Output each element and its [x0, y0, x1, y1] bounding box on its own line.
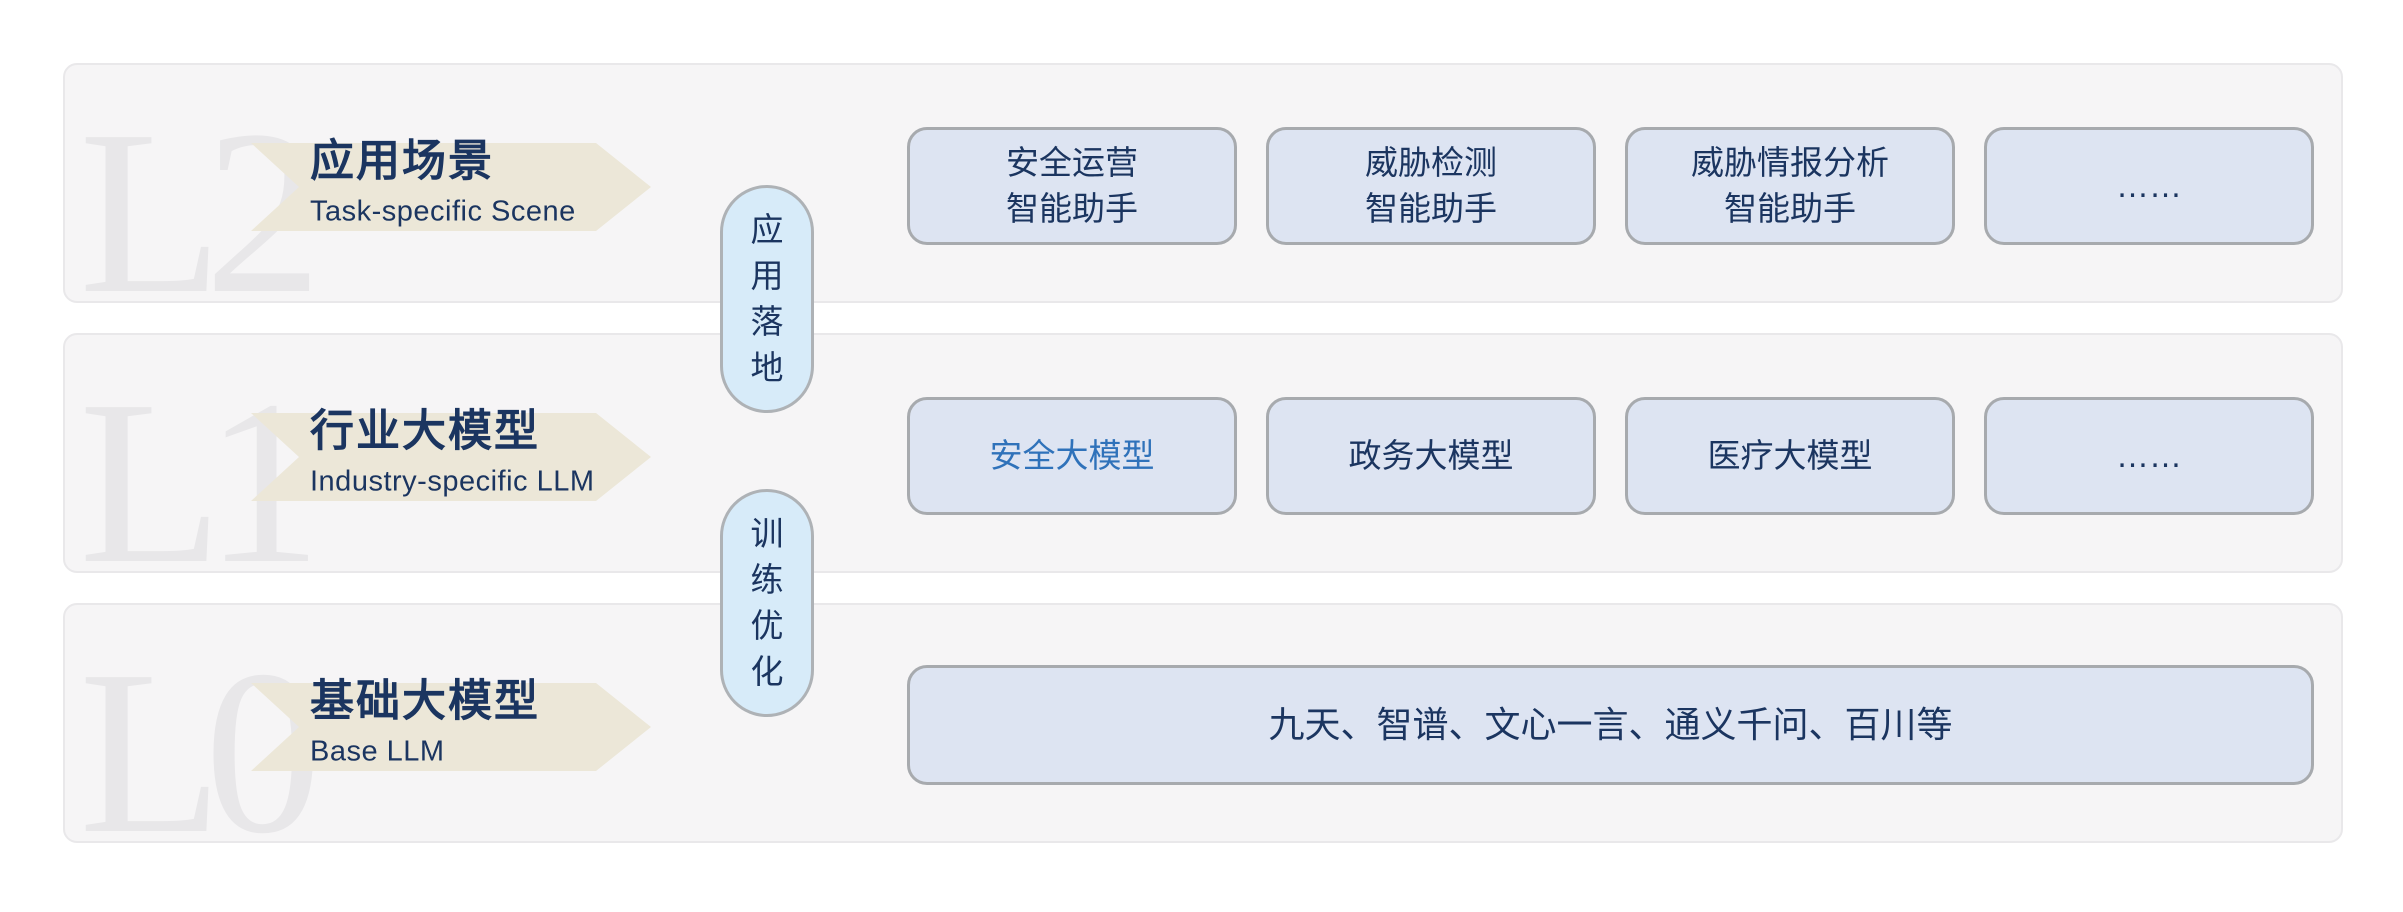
layer-panel-l0: L0 基础大模型 Base LLM 九天、智谱、文心一言、通义千问、百川等 — [63, 603, 2343, 843]
layer-watermark-l0: L0 — [79, 622, 322, 843]
box-medical-llm: 医疗大模型 — [1625, 397, 1955, 515]
box-threat-detection-assistant: 威胁检测 智能助手 — [1266, 127, 1596, 245]
connector-application-deployment: 应用落地 — [720, 185, 814, 413]
box-government-llm: 政务大模型 — [1266, 397, 1596, 515]
layer-panel-l2: L2 应用场景 Task-specific Scene 安全运营 智能助手 威胁… — [63, 63, 2343, 303]
layer-watermark-l2: L2 — [79, 82, 322, 303]
arrow-ribbon-icon — [251, 413, 651, 501]
box-base-llm-vendors: 九天、智谱、文心一言、通义千问、百川等 — [907, 665, 2314, 785]
layer-head-l0: 基础大模型 Base LLM — [310, 676, 540, 768]
layer-head-l1: 行业大模型 Industry-specific LLM — [310, 406, 595, 498]
arrow-ribbon-icon — [251, 143, 651, 231]
layer-watermark-l1: L1 — [79, 352, 322, 573]
connector-label: 训练优化 — [750, 515, 784, 690]
arrow-ribbon-icon — [251, 683, 651, 771]
layer-panel-l1: L1 行业大模型 Industry-specific LLM 安全大模型 政务大… — [63, 333, 2343, 573]
box-security-ops-assistant: 安全运营 智能助手 — [907, 127, 1237, 245]
box-ellipsis-scenes: …… — [1984, 127, 2314, 245]
layer-title: 行业大模型 — [310, 406, 540, 456]
layer-subtitle: Industry-specific LLM — [310, 465, 595, 498]
box-ellipsis-llms: …… — [1984, 397, 2314, 515]
layer-subtitle: Base LLM — [310, 735, 445, 768]
connector-label: 应用落地 — [750, 211, 784, 386]
box-threat-intel-analysis-assistant: 威胁情报分析 智能助手 — [1625, 127, 1955, 245]
layer-title: 应用场景 — [310, 136, 494, 186]
layer-head-l2: 应用场景 Task-specific Scene — [310, 136, 576, 228]
connector-training-optimization: 训练优化 — [720, 489, 814, 717]
box-security-llm: 安全大模型 — [907, 397, 1237, 515]
layer-subtitle: Task-specific Scene — [310, 195, 576, 228]
layer-title: 基础大模型 — [310, 676, 540, 726]
